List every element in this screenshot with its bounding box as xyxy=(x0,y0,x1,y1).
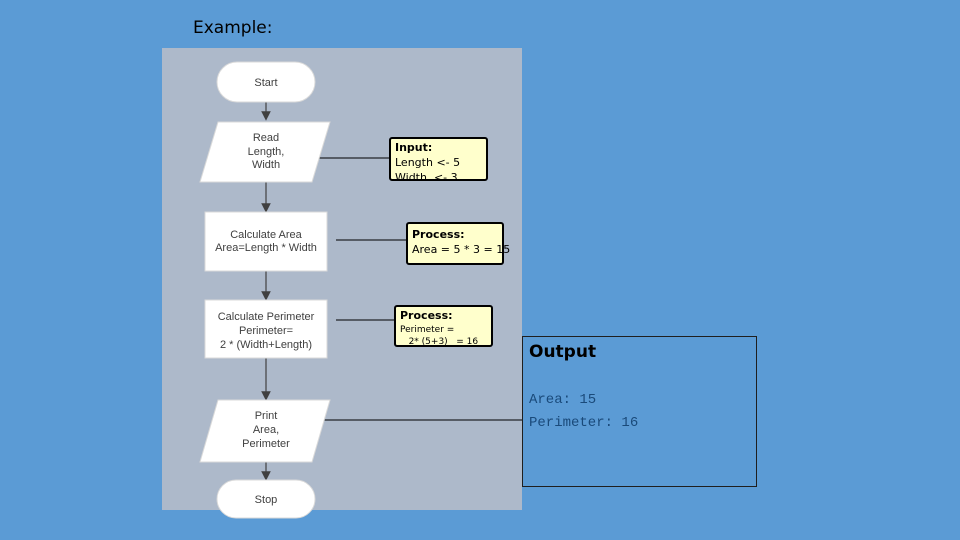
read-label-2: Length, xyxy=(248,146,285,158)
calc-area-label-2: Area=Length * Width xyxy=(215,242,317,254)
output-box: Output Area: 15 Perimeter: 16 xyxy=(522,336,757,487)
print-label-1: Print xyxy=(255,410,278,422)
calc-area-process xyxy=(204,211,328,272)
process-perimeter-line-1: Perimeter = xyxy=(400,324,455,335)
read-input-shape xyxy=(199,121,331,183)
calc-perimeter-label-2: Perimeter= xyxy=(239,325,293,337)
process-area-line: Area = 5 * 3 = 15 xyxy=(412,242,511,256)
input-callout-line-1: Length <- 5 xyxy=(395,155,461,169)
process-perimeter-callout: Process: Perimeter = 2* (5+3) = 16 xyxy=(394,305,493,347)
read-label-3: Width xyxy=(252,159,280,171)
calc-area-label-1: Calculate Area xyxy=(230,229,302,241)
calc-perimeter-label-3: 2 * (Width+Length) xyxy=(220,339,312,351)
output-perimeter-line: Perimeter: 16 xyxy=(529,415,639,431)
process-area-callout: Process: Area = 5 * 3 = 15 xyxy=(406,222,511,265)
print-label-2: Area, xyxy=(253,424,279,436)
process-perimeter-line-2: 2* (5+3) = 16 xyxy=(400,336,479,347)
calc-perimeter-process xyxy=(204,299,328,359)
print-output-shape xyxy=(199,399,331,463)
start-terminator xyxy=(216,61,316,103)
slide-title: Example: xyxy=(193,18,273,38)
output-title: Output xyxy=(529,342,597,362)
calc-perimeter-label-1: Calculate Perimeter xyxy=(218,311,315,323)
input-callout-line-2: Width <- 3 xyxy=(395,170,458,184)
print-label-3: Perimeter xyxy=(242,438,290,450)
start-label: Start xyxy=(254,77,277,89)
input-callout-heading: Input: xyxy=(395,141,433,154)
stop-label: Stop xyxy=(255,494,278,506)
input-callout: Input: Length <- 5 Width <- 3 xyxy=(389,137,488,184)
output-area-line: Area: 15 xyxy=(529,392,597,408)
process-perimeter-heading: Process: xyxy=(400,309,453,322)
read-label-1: Read xyxy=(253,132,279,144)
stop-terminator xyxy=(216,479,316,519)
process-area-heading: Process: xyxy=(412,228,465,241)
